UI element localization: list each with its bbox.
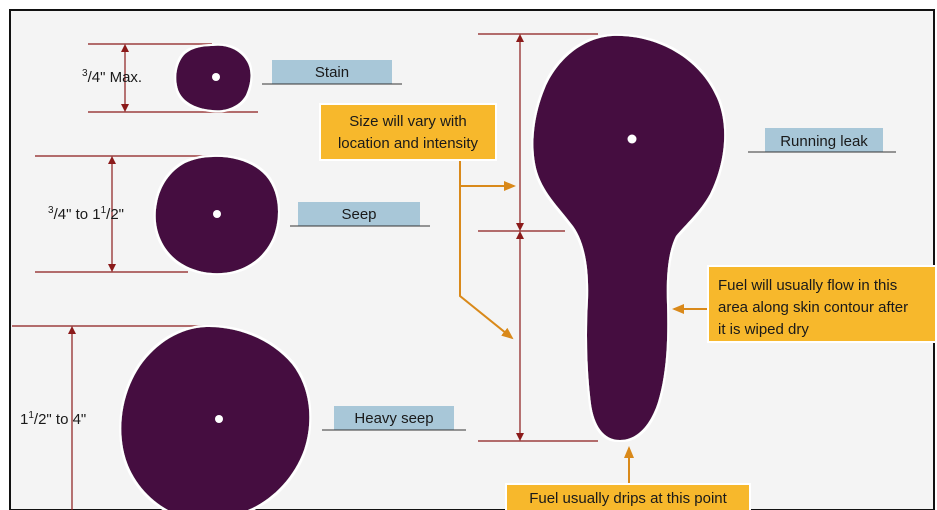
seep-dimension-text: 3/4" to 11/2" bbox=[48, 205, 124, 223]
flow-line-3: it is wiped dry bbox=[718, 321, 809, 338]
running-leak-center-dot bbox=[628, 135, 637, 144]
heavy-seep-center-dot bbox=[215, 415, 223, 423]
seep-label: Seep bbox=[341, 206, 376, 223]
flow-callout: Fuel will usually flow in this area alon… bbox=[674, 266, 936, 342]
flow-line-1: Fuel will usually flow in this bbox=[718, 277, 897, 294]
running-leak-label: Running leak bbox=[780, 133, 868, 150]
drips-text: Fuel usually drips at this point bbox=[529, 490, 727, 507]
stain-center-dot bbox=[212, 73, 220, 81]
stain-dimension-text: 3/4" Max. bbox=[82, 68, 142, 86]
heavy-seep-label: Heavy seep bbox=[354, 410, 433, 427]
size-vary-line-1: Size will vary with bbox=[349, 113, 467, 130]
flow-line-2: area along skin contour after bbox=[718, 299, 908, 316]
seep-center-dot bbox=[213, 210, 221, 218]
size-vary-line-2: location and intensity bbox=[338, 135, 479, 152]
stain-label: Stain bbox=[315, 64, 349, 81]
